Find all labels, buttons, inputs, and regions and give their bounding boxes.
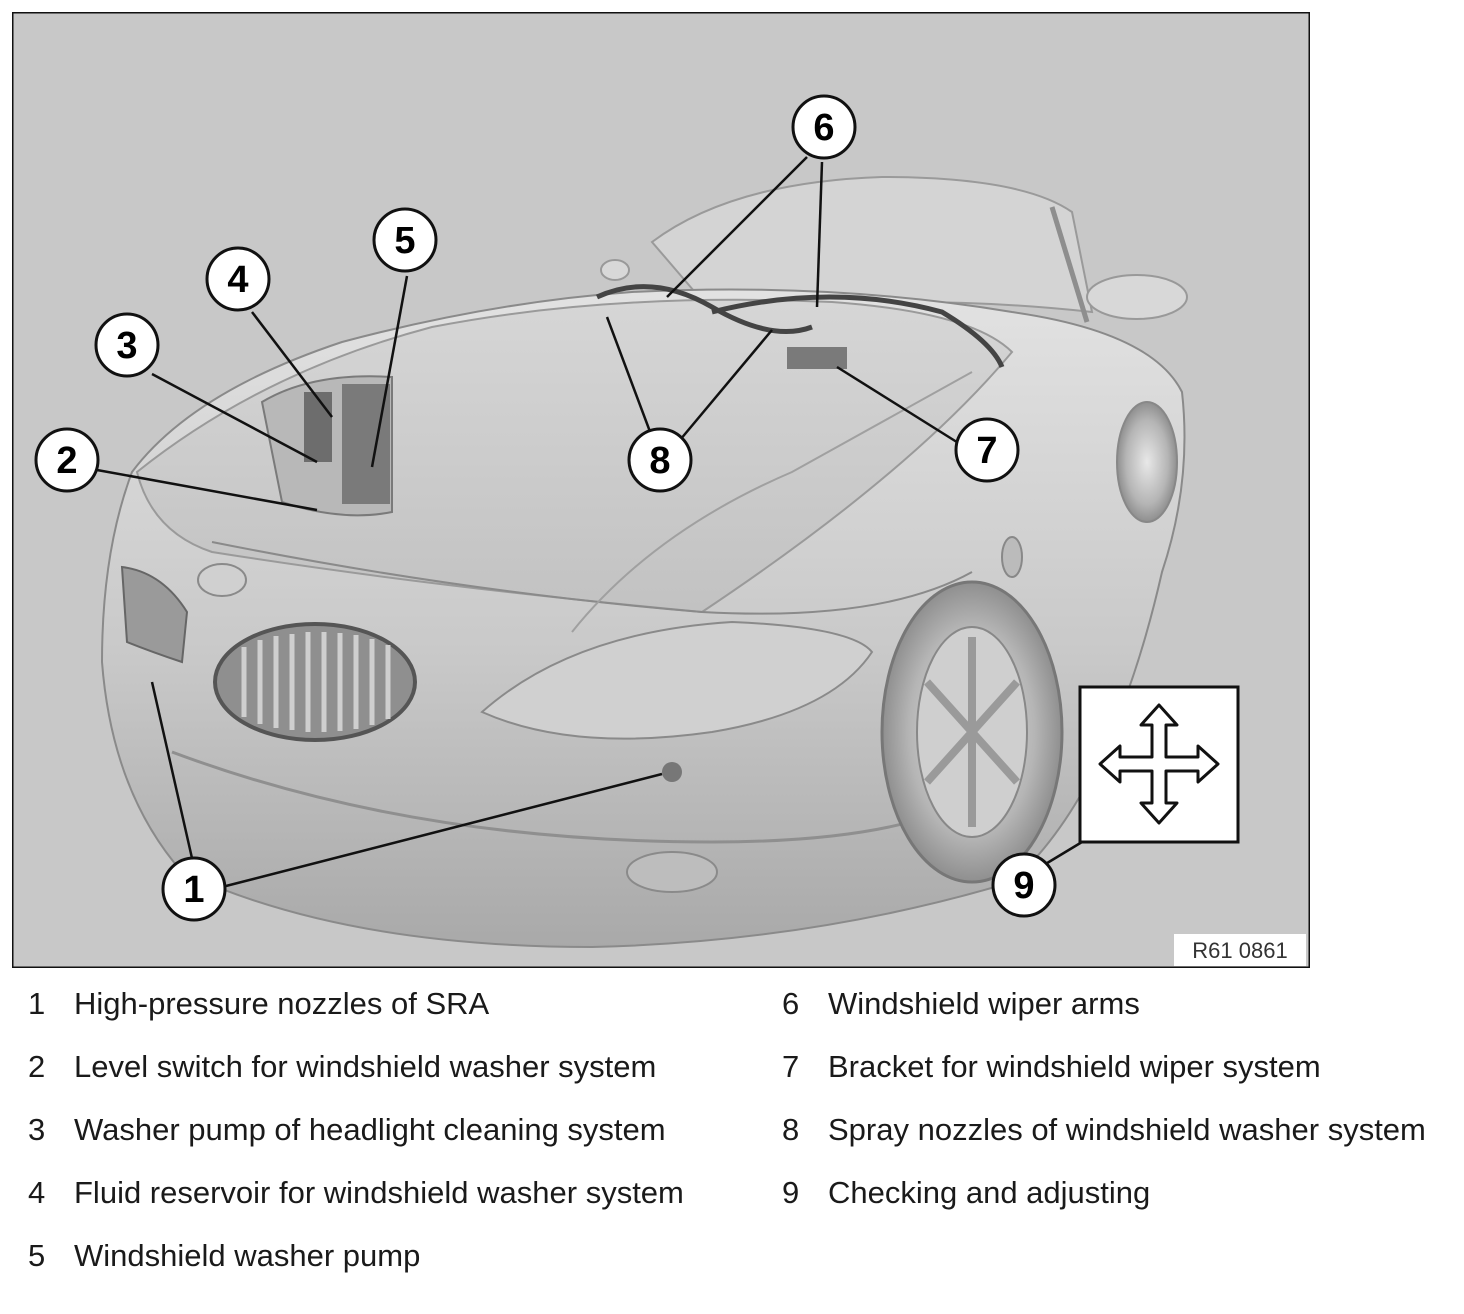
fog-light <box>626 851 718 893</box>
four-way-arrow-icon <box>1098 703 1220 825</box>
legend-text: Checking and adjusting <box>828 1175 1151 1210</box>
callout-label-3: 3 <box>116 325 137 367</box>
right-mirror <box>1086 274 1188 320</box>
callout-label-1: 1 <box>183 869 204 911</box>
legend-number: 7 <box>782 1049 800 1084</box>
legend-text: High-pressure nozzles of SRA <box>74 986 490 1021</box>
legend-number: 5 <box>28 1238 46 1273</box>
callout-3: 3 <box>94 312 160 378</box>
callout-label-6: 6 <box>813 107 834 149</box>
callout-5: 5 <box>372 207 438 273</box>
legend: 1 High-pressure nozzles of SRA 2 Level s… <box>0 982 1464 1302</box>
side-grille <box>120 565 189 664</box>
legend-text: Washer pump of headlight cleaning system <box>74 1112 666 1147</box>
fluid-reservoir-component <box>342 384 390 504</box>
grille-bars <box>241 632 391 732</box>
rear-wheel <box>1116 401 1178 523</box>
washer-pump-component <box>304 392 332 462</box>
hood-crease <box>571 371 973 633</box>
legend-number: 2 <box>28 1049 46 1084</box>
callout-label-9: 9 <box>1013 865 1034 907</box>
sra-nozzle-right <box>662 762 682 782</box>
reference-code-box <box>1174 934 1306 966</box>
car-diagram-figure: 1 2 3 4 5 6 7 8 9 R61 0861 <box>12 12 1310 968</box>
callout-label-8: 8 <box>649 440 670 482</box>
callout-9: 9 <box>991 852 1057 918</box>
callout-label-4: 4 <box>227 259 248 301</box>
callout-1: 1 <box>161 856 227 922</box>
callout-7: 7 <box>954 417 1020 483</box>
legend-text: Fluid reservoir for windshield washer sy… <box>74 1175 684 1210</box>
side-marker <box>1001 536 1023 578</box>
callout-4: 4 <box>205 246 271 312</box>
legend-text: Level switch for windshield washer syste… <box>74 1049 657 1084</box>
wiper-bracket <box>787 347 847 369</box>
car-illustration: 1 2 3 4 5 6 7 8 9 R61 0861 <box>12 12 1310 968</box>
leader-lines <box>96 156 1083 889</box>
legend-number: 3 <box>28 1112 46 1147</box>
headlight <box>480 620 874 740</box>
legend-number: 4 <box>28 1175 46 1210</box>
legend-number: 6 <box>782 986 800 1021</box>
wiper-arm-left <box>595 284 813 334</box>
legend-number: 1 <box>28 986 46 1021</box>
reference-code: R61 0861 <box>1192 938 1287 963</box>
legend-text: Windshield wiper arms <box>828 986 1140 1021</box>
callout-label-5: 5 <box>394 220 415 262</box>
bumper-line <box>171 750 943 844</box>
kidney-grille <box>213 622 417 742</box>
callout-2: 2 <box>34 427 100 493</box>
callout-label-7: 7 <box>976 430 997 472</box>
legend-text: Spray nozzles of windshield washer syste… <box>828 1112 1426 1147</box>
legend-number: 8 <box>782 1112 800 1147</box>
legend-number: 9 <box>782 1175 800 1210</box>
legend-text: Windshield washer pump <box>74 1238 421 1273</box>
left-mirror <box>600 259 630 281</box>
callout-6: 6 <box>791 94 857 160</box>
wiper-arm-right <box>711 294 1005 369</box>
callout-8: 8 <box>627 427 693 493</box>
legend-text: Bracket for windshield wiper system <box>828 1049 1321 1084</box>
callout-label-2: 2 <box>56 440 77 482</box>
emblem <box>197 563 247 597</box>
hood-seam <box>211 541 973 615</box>
rim-spokes <box>924 637 1020 827</box>
windshield-frame <box>1049 206 1090 323</box>
